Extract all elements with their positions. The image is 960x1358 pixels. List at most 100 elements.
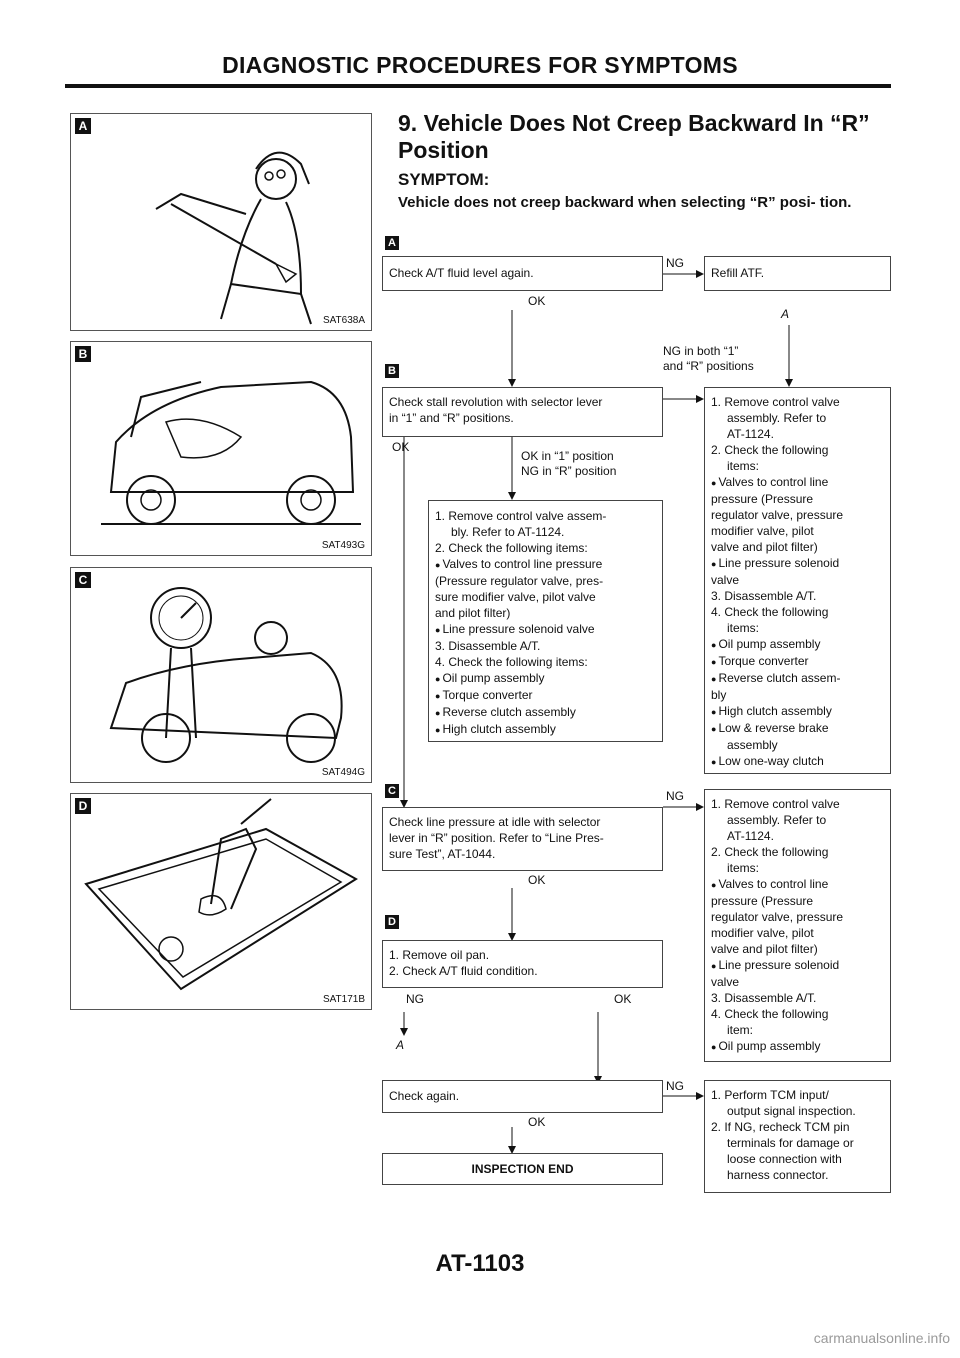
ng-label: NG	[666, 789, 684, 803]
ng-label: NG	[406, 992, 424, 1006]
remedy-line: Oil pump assembly	[435, 670, 656, 687]
result-refill-atf: Refill ATF.	[704, 256, 891, 291]
remedy-line: Reverse clutch assem-	[711, 670, 884, 687]
remedy-line: 1. Perform TCM input/	[711, 1088, 829, 1102]
step-text: sure Test”, AT-1044.	[389, 847, 496, 861]
ng-label: NG	[666, 1079, 684, 1093]
remedy-line: valve	[711, 975, 740, 989]
ng-both-label-line1: NG in both “1”	[663, 344, 739, 358]
symptom-label: SYMPTOM:	[398, 170, 490, 189]
result-text: Refill ATF.	[711, 266, 765, 280]
remedy-line: assembly	[727, 738, 778, 752]
remedy-line: 2. If NG, recheck TCM pin	[711, 1120, 850, 1134]
inspection-end: INSPECTION END	[382, 1153, 663, 1185]
remedy-line: 1. Remove control valve	[711, 395, 840, 409]
remedy-line: output signal inspection.	[727, 1104, 856, 1118]
section-title: 9. Vehicle Does Not Creep Backward In “R…	[398, 110, 870, 163]
remedy-line: modifier valve, pilot	[711, 926, 814, 940]
remedy-line: AT-1124.	[727, 427, 774, 441]
remedy-line: items:	[727, 861, 760, 875]
remedy-line: Oil pump assembly	[711, 636, 884, 653]
remedy-line: 2. Check the following items:	[435, 541, 588, 555]
illustration-tag: C	[75, 572, 91, 588]
step-text: in “1” and “R” positions.	[389, 411, 514, 425]
remedy-line: Line pressure solenoid valve	[435, 621, 656, 638]
remedy-line: Valves to control line pressure	[435, 556, 656, 573]
remedy-tcm-inspection: 1. Perform TCM input/ output signal insp…	[704, 1080, 891, 1193]
remedy-line: Torque converter	[435, 687, 656, 704]
illustration-code: SAT638A	[322, 315, 365, 326]
step-text: Check stall revolution with selector lev…	[389, 395, 603, 409]
remedy-line: item:	[727, 1023, 754, 1037]
connector-a-label: A	[781, 307, 790, 321]
step-check-stall-revolution: Check stall revolution with selector lev…	[382, 387, 663, 437]
remedy-line: and pilot filter)	[435, 606, 511, 620]
flow-tag-a: A	[385, 236, 399, 250]
ok1-ngr-label-line1: OK in “1” position	[521, 449, 614, 463]
remedy-line: 4. Check the following	[711, 1007, 829, 1021]
remedy-line: Torque converter	[711, 653, 884, 670]
remedy-stall-ok1-ngr: 1. Remove control valve assem- bly. Refe…	[428, 500, 663, 742]
oil-pan-inspection-icon	[84, 798, 358, 991]
remedy-line-pressure-ng: 1. Remove control valve assembly. Refer …	[704, 789, 891, 1062]
remedy-line: Low one-way clutch	[711, 753, 884, 770]
step-check-line-pressure: Check line pressure at idle with selecto…	[382, 807, 663, 871]
ng-label: NG	[666, 256, 684, 270]
remedy-line: items:	[727, 621, 760, 635]
remedy-line: assembly. Refer to	[727, 813, 827, 827]
remedy-line: 3. Disassemble A/T.	[435, 639, 541, 653]
watermark: carmanualsonline.info	[813, 1330, 950, 1346]
ok1-ngr-label-line2: NG in “R” position	[521, 464, 617, 478]
illustration-b: B SAT493G	[70, 341, 372, 556]
remedy-line: 2. Check the following	[711, 443, 829, 457]
illustration-code: SAT493G	[321, 540, 365, 551]
illustration-tag: B	[75, 346, 91, 362]
flow-tag-d: D	[385, 915, 399, 929]
remedy-line: valve	[711, 573, 740, 587]
step-text: lever in “R” position. Refer to “Line Pr…	[389, 831, 604, 845]
illustration-d: D SAT171B	[70, 793, 372, 1010]
remedy-line: High clutch assembly	[711, 703, 884, 720]
step-check-fluid-level: Check A/T fluid level again.	[382, 256, 663, 291]
remedy-line: sure modifier valve, pilot valve	[435, 590, 596, 604]
ok-label: OK	[528, 1115, 546, 1129]
step-check-again: Check again.	[382, 1080, 663, 1113]
ok-label: OK	[614, 992, 632, 1006]
flow-tag-b: B	[385, 364, 399, 378]
remedy-stall-ng-both: 1. Remove control valve assembly. Refer …	[704, 387, 891, 774]
remedy-line: regulator valve, pressure	[711, 910, 844, 924]
illustration-tag: A	[75, 118, 91, 134]
remedy-line: bly. Refer to AT-1124.	[451, 525, 565, 539]
page-number: AT-1103	[435, 1250, 525, 1277]
car-line-pressure-gauge-icon	[109, 587, 343, 763]
remedy-line: Reverse clutch assembly	[435, 704, 656, 721]
ok-label: OK	[528, 873, 546, 887]
remedy-line: Valves to control line	[711, 474, 884, 491]
remedy-line: harness connector.	[727, 1168, 829, 1182]
remedy-line: (Pressure regulator valve, pres-	[435, 574, 604, 588]
remedy-line: Oil pump assembly	[711, 1038, 884, 1055]
remedy-line: pressure (Pressure	[711, 894, 814, 908]
step-text: 2. Check A/T fluid condition.	[389, 964, 538, 978]
illustration-c: C SAT494G	[70, 567, 372, 783]
remedy-line: regulator valve, pressure	[711, 508, 844, 522]
ng-both-label-line2: and “R” positions	[663, 359, 754, 373]
illustration-a: A SAT638A	[70, 113, 372, 331]
car-stall-test-icon	[101, 380, 361, 525]
step-text: Check A/T fluid level again.	[389, 266, 534, 280]
remedy-line: items:	[727, 459, 760, 473]
page-header-title: DIAGNOSTIC PROCEDURES FOR SYMPTOMS	[222, 52, 738, 78]
remedy-line: Line pressure solenoid	[711, 957, 884, 974]
remedy-line: Valves to control line	[711, 876, 884, 893]
remedy-line: valve and pilot filter)	[711, 540, 818, 554]
illustration-code: SAT494G	[321, 767, 365, 778]
remedy-line: terminals for damage or	[727, 1136, 854, 1150]
illustration-tag: D	[75, 798, 91, 814]
remedy-line: 2. Check the following	[711, 845, 829, 859]
remedy-line: 1. Remove control valve assem-	[435, 509, 607, 523]
remedy-line: 1. Remove control valve	[711, 797, 840, 811]
header-rule	[65, 84, 891, 88]
step-text: 1. Remove oil pan.	[389, 948, 490, 962]
remedy-line: loose connection with	[727, 1152, 842, 1166]
